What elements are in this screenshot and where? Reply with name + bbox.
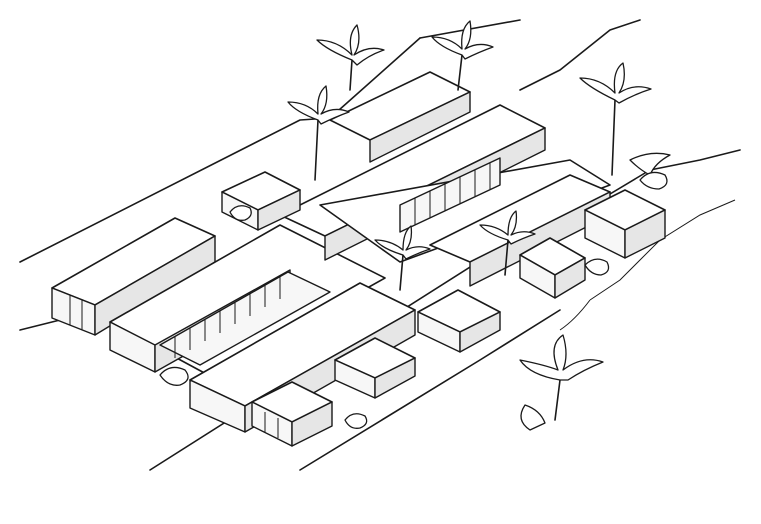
- tree-bottom-right: [519, 334, 604, 431]
- palm-tree-top-center: [431, 20, 494, 91]
- pavilion-center-lower: [417, 289, 501, 353]
- palm-tree-top-right: [579, 62, 671, 176]
- pavilion-right-middle: [519, 237, 586, 299]
- right-courtyard-block: [319, 157, 611, 287]
- pavilion-lower-left: [251, 381, 333, 447]
- courtyard-windows: [174, 277, 281, 358]
- pavilion-lower-middle: [334, 337, 416, 399]
- central-courtyard-block: [109, 224, 386, 377]
- pavilion-small-left: [221, 171, 301, 231]
- palm-tree-top-left: [316, 24, 385, 91]
- right-courtyard-windows: [414, 163, 491, 225]
- palm-tree-mid-right: [479, 210, 536, 276]
- palm-tree-center: [374, 225, 431, 291]
- pavilion-right-upper: [584, 189, 666, 259]
- shrubs: [159, 171, 668, 429]
- palm-tree-left-garden: [287, 85, 350, 181]
